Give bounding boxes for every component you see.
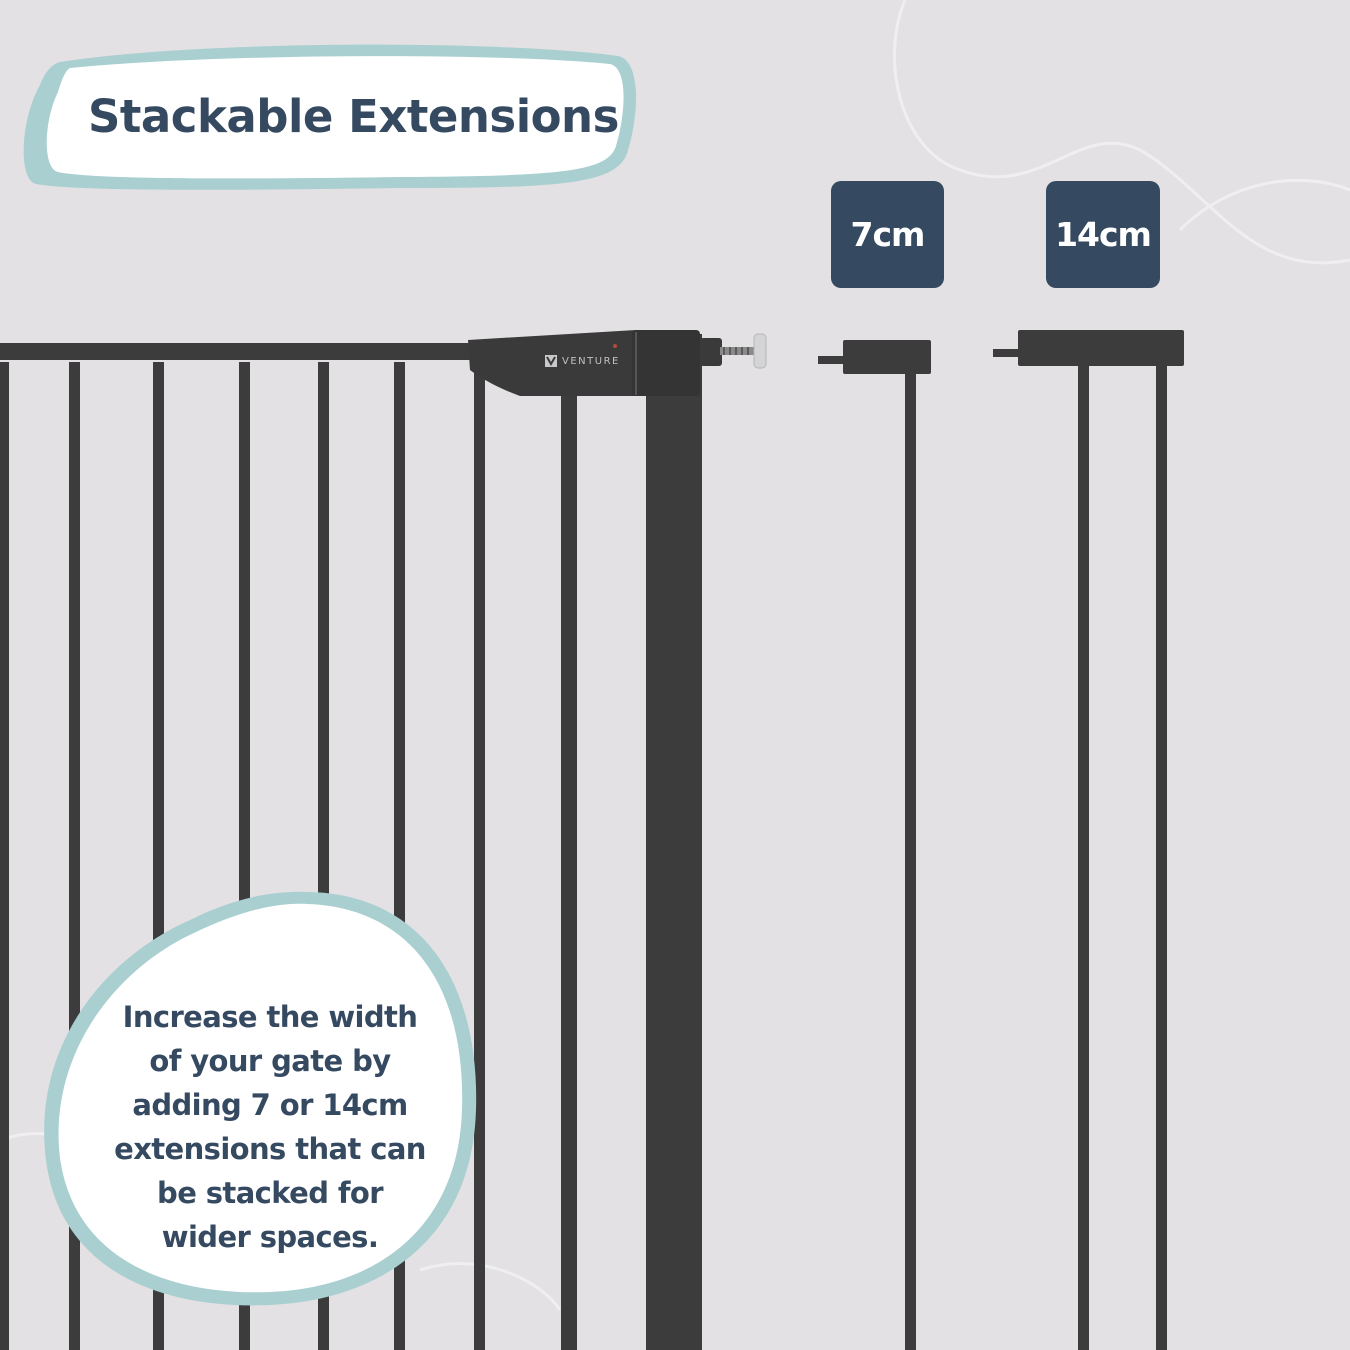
title-blob [46,56,624,179]
extension-label-7cm: 7cm [831,181,944,288]
description-line: extensions that can [114,1132,426,1166]
gate-bar [0,362,9,1350]
gate-frame [0,334,702,1350]
pressure-spindle [700,333,767,369]
brand-name: VENTURE [562,356,620,367]
description-line: adding 7 or 14cm [132,1088,408,1122]
extension-14cm [993,330,1184,1350]
gate-bar [239,362,250,1350]
latch-housing [468,330,700,396]
gate-bar [318,362,329,1350]
extension-label-text: 7cm [850,215,926,254]
gate-bar [69,362,80,1350]
gate-bar [394,362,405,1350]
gate-bar [561,396,577,1350]
description-line: of your gate by [149,1044,391,1078]
description-line: wider spaces. [161,1220,379,1254]
gate-bar [474,370,485,1350]
extension-label-14cm: 14cm [1046,181,1160,288]
gate-post [646,334,702,1350]
extension-7cm [818,340,931,1350]
page-title: Stackable Extensions [88,90,619,143]
description-text: Increase the width of your gate by addin… [100,995,440,1259]
gate-top-rail [0,343,470,360]
description-line: Increase the width [122,1000,418,1034]
gate-bar [153,362,164,1350]
extension-label-text: 14cm [1055,215,1152,254]
description-line: be stacked for [157,1176,383,1210]
description-bubble [58,903,463,1293]
